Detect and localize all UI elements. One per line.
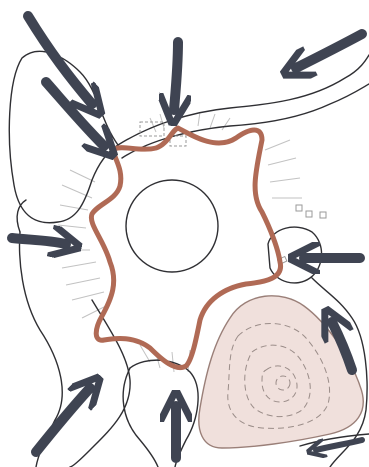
arrow-top-center-icon	[174, 42, 178, 110]
arrow-bottom-left-icon	[36, 388, 90, 452]
lower-right-blob	[199, 296, 363, 448]
arrow-left-icon	[12, 238, 66, 244]
small-square-markers	[140, 122, 326, 264]
arrow-corner-right-icon	[316, 440, 362, 450]
arrow-top-left-b-icon	[46, 82, 104, 146]
center-circle	[126, 180, 218, 272]
arrow-top-right-icon	[296, 34, 362, 68]
